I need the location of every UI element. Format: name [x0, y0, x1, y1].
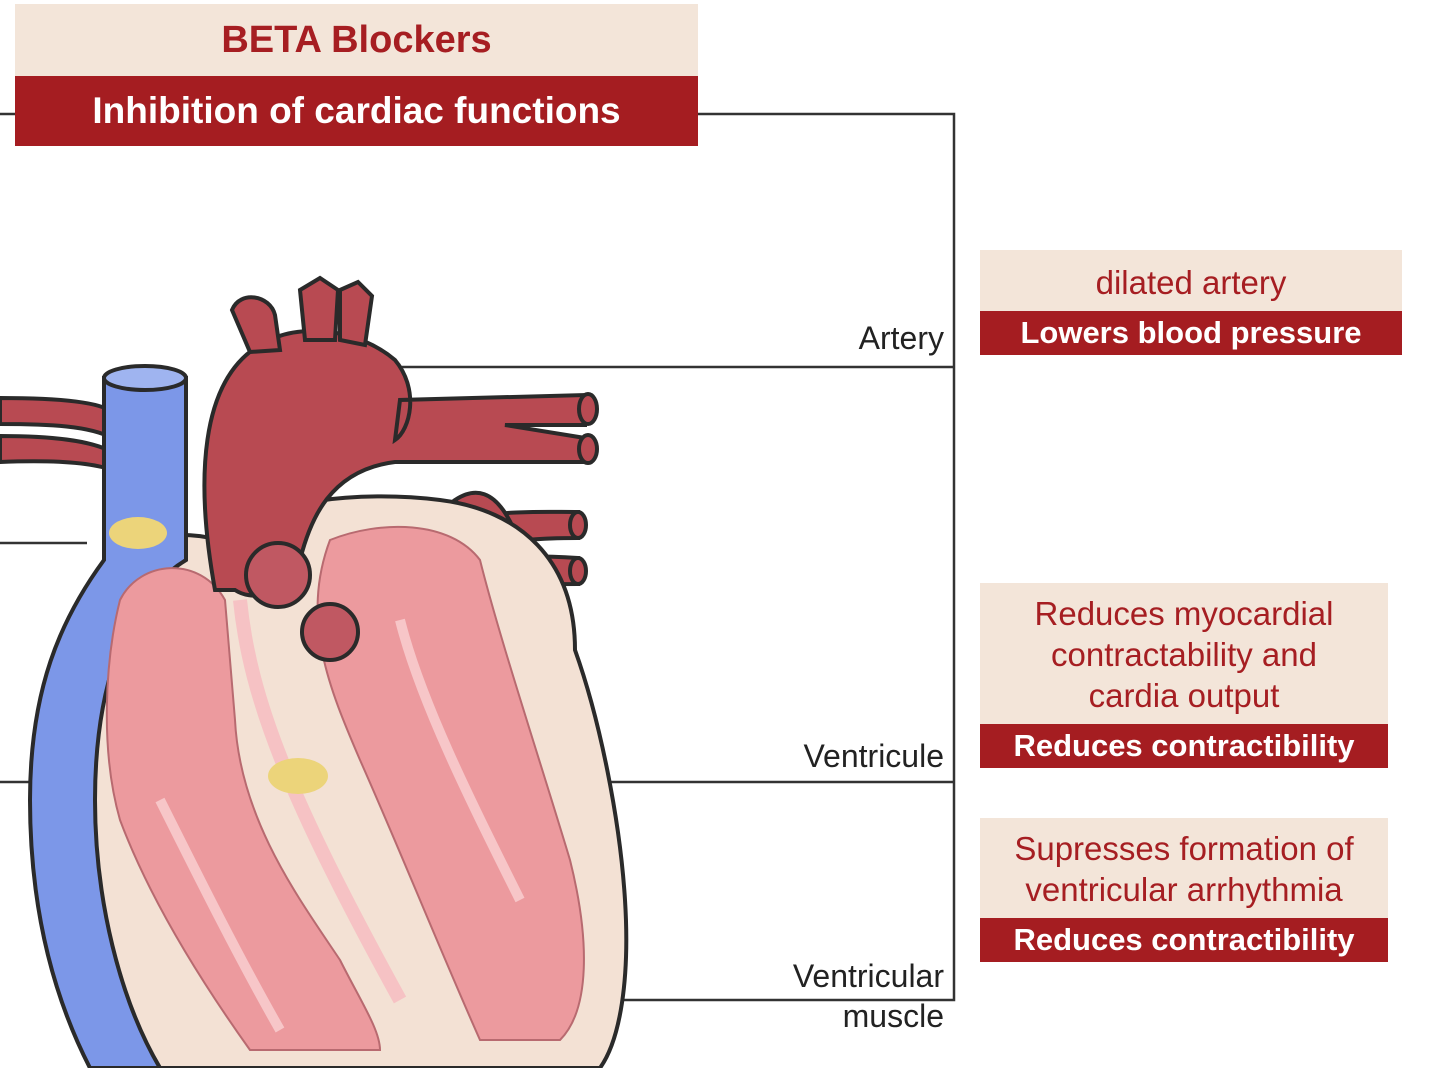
effect-ventricule: Reduces myocardial contractability and c… — [980, 583, 1388, 768]
effect-ventricule-description: Reduces myocardial contractability and c… — [980, 583, 1388, 724]
effect-artery-description: dilated artery — [1095, 264, 1287, 301]
aortic-branches — [229, 275, 375, 355]
left-pulmonary-vessels — [0, 395, 114, 473]
pulmonary-valve — [244, 541, 312, 609]
effect-ventricule-result: Reduces contractibility — [980, 724, 1388, 768]
label-artery: Artery — [858, 320, 944, 356]
diagram-title: BETA Blockers — [15, 4, 698, 76]
effect-muscle: Supresses formation of ventricular arrhy… — [980, 818, 1388, 962]
effect-muscle-line1: Supresses formation of — [1014, 830, 1354, 867]
title-panel: BETA Blockers Inhibition of cardiac func… — [15, 4, 698, 146]
effect-ventricule-line1: Reduces myocardial — [1034, 595, 1334, 632]
effect-muscle-description: Supresses formation of ventricular arrhy… — [980, 818, 1388, 918]
aorta-branch-end-2 — [577, 433, 599, 465]
effect-artery-result: Lowers blood pressure — [980, 311, 1402, 355]
av-node — [268, 758, 328, 794]
effect-ventricule-line3: cardia output — [1088, 677, 1280, 714]
label-ventricular-muscle-line2: muscle — [842, 998, 944, 1034]
label-ventricular-muscle: Ventricular muscle — [720, 956, 944, 1036]
effect-muscle-result: Reduces contractibility — [980, 918, 1388, 962]
effect-muscle-line2: ventricular arrhythmia — [1025, 871, 1343, 908]
right-chamber — [105, 567, 382, 1051]
aorta-branch-end-1 — [577, 392, 599, 426]
aortic-valve — [300, 602, 360, 662]
effect-artery: dilated artery Lowers blood pressure — [980, 250, 1402, 355]
diagram-subtitle: Inhibition of cardiac functions — [15, 76, 698, 146]
label-ventricule: Ventricule — [803, 738, 944, 774]
papillary-lines — [155, 618, 525, 1033]
sa-node — [109, 517, 167, 549]
label-ventricular-muscle-line1: Ventricular — [792, 958, 944, 994]
effect-ventricule-line2: contractability and — [1051, 636, 1317, 673]
left-chamber — [316, 525, 585, 1041]
vena-cava-opening — [102, 364, 188, 392]
